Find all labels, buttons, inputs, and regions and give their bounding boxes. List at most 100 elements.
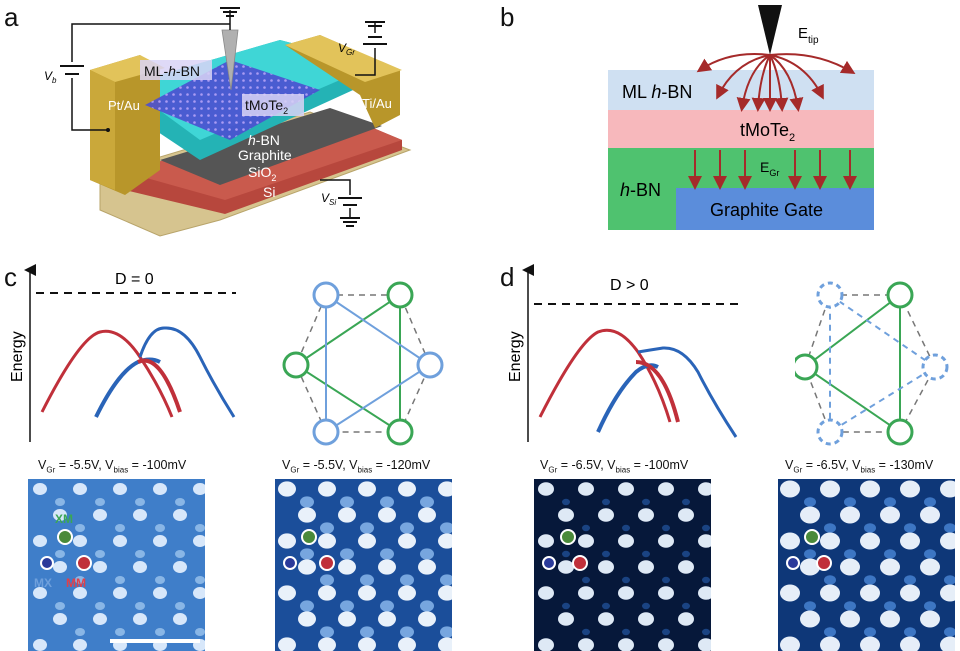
moire-spot-dim — [944, 575, 955, 585]
moire-spot-dim — [904, 523, 916, 533]
moire-spot-bright — [93, 509, 107, 521]
moire-spot-bright — [658, 534, 674, 548]
blue-site-d1 — [816, 281, 844, 309]
moire-spot-bright — [940, 584, 955, 602]
field-line-6 — [769, 54, 789, 112]
moire-spot-bright — [398, 637, 416, 651]
moire-spot-dim — [582, 576, 590, 584]
panel-label-c: c — [4, 262, 17, 292]
moire-spot-bright — [538, 586, 554, 600]
sio2-label: SiO2 — [248, 164, 276, 183]
moire-spot-bright — [678, 612, 694, 626]
moire-spot-bright — [820, 480, 840, 498]
moire-spot-dim — [115, 628, 125, 636]
vgr-wire — [355, 48, 376, 76]
blue-triangle-c — [325, 293, 432, 434]
stm-d1-spots — [538, 482, 711, 651]
xm-label: XM — [55, 512, 73, 526]
moire-spot-dim — [682, 602, 690, 610]
moire-spot-dim — [582, 524, 590, 532]
moire-spot-bright — [173, 561, 187, 573]
tmote2-label: tMoTe2 — [245, 97, 288, 116]
blue-band-upper-d — [637, 346, 738, 438]
caption-d2: VGr = -6.5V, Vbias = -130mV — [785, 458, 934, 475]
field-line-8 — [769, 54, 824, 100]
moire-spot-bright — [298, 611, 316, 627]
b-tmote2-label: tMoTe2 — [740, 120, 795, 144]
moire-spot-dim — [300, 496, 314, 508]
moire-spot-dim — [562, 602, 570, 610]
moire-spot-dim — [844, 601, 856, 611]
moire-spot-bright — [93, 561, 107, 573]
moire-spot-bright — [618, 534, 634, 548]
moire-spot-dim — [195, 524, 205, 532]
moire-spot-dim — [95, 498, 105, 506]
moire-spot-dim — [400, 522, 414, 534]
moire-spot-bright — [193, 587, 205, 599]
moire-spot-bright — [398, 585, 416, 601]
moire-spot-bright — [618, 638, 634, 651]
moire-spot-dim — [75, 524, 85, 532]
xm-marker-d1 — [560, 529, 576, 545]
moire-spot-dim — [55, 498, 65, 506]
vb-label: Vb — [44, 69, 57, 85]
mx-marker-d2 — [786, 556, 800, 570]
moire-spot-dim — [300, 600, 314, 612]
moire-spot-dim — [300, 548, 314, 560]
pt-au-label: Pt/Au — [108, 98, 140, 113]
stm-c1-spots — [33, 483, 205, 651]
moire-spot-dim — [75, 576, 85, 584]
moire-spot-bright — [920, 506, 940, 524]
moire-spot-bright — [298, 559, 316, 575]
moire-spot-bright — [820, 532, 840, 550]
panel-label-a: a — [4, 2, 19, 32]
moire-spot-bright — [33, 535, 47, 547]
stm-c1-svg: XM MX MM — [28, 479, 205, 651]
moire-spot-dim — [642, 498, 650, 506]
moire-spot-bright — [860, 480, 880, 498]
field-line-7 — [769, 54, 804, 112]
moire-spot-dim — [155, 576, 165, 584]
blue-site-3 — [312, 418, 340, 446]
mm-marker-d1 — [572, 555, 588, 571]
moire-spot-dim — [622, 524, 630, 532]
moire-spot-dim — [582, 628, 590, 636]
moire-spot-dim — [924, 497, 936, 507]
moire-spot-dim — [944, 523, 955, 533]
field-line-9 — [769, 53, 856, 75]
mm-marker — [76, 555, 92, 571]
moire-spot-dim — [702, 576, 710, 584]
moire-spot-bright — [940, 532, 955, 550]
blue-band-lower-d — [596, 363, 659, 433]
red-band-upper-d — [538, 328, 672, 423]
moire-spot-dim — [682, 550, 690, 558]
moire-spot-dim — [380, 496, 394, 508]
moire-spot-dim — [662, 628, 670, 636]
field-line-3 — [736, 54, 771, 112]
graphite-gate-band — [676, 188, 874, 230]
moire-spot-dim — [420, 496, 434, 508]
moire-spot-dim — [95, 550, 105, 558]
moire-spot-bright — [33, 483, 47, 495]
moire-spot-bright — [598, 560, 614, 574]
moire-spot-bright — [638, 560, 654, 574]
moire-spot-bright — [153, 535, 167, 547]
moire-spot-bright — [73, 483, 87, 495]
moire-spot-bright — [538, 534, 554, 548]
moire-spot-dim — [864, 523, 876, 533]
mx-label: MX — [34, 576, 52, 590]
moire-spot-dim — [115, 576, 125, 584]
panel-label-d: d — [500, 262, 515, 292]
moire-spot-bright — [318, 585, 336, 601]
moire-spot-dim — [622, 576, 630, 584]
moire-spot-bright — [338, 507, 356, 523]
moire-spot-bright — [378, 611, 396, 627]
vb-wire-bottom — [71, 78, 108, 131]
moire-spot-dim — [924, 549, 936, 559]
green-site-3 — [282, 351, 310, 379]
moire-spot-bright — [658, 586, 674, 600]
mm-label: MM — [66, 576, 86, 590]
moire-spot-bright — [800, 558, 820, 576]
moire-spot-dim — [562, 550, 570, 558]
device-schematic: Vb VGr VSi ML-h-BN tMoTe2 h-BN Graphite … — [44, 7, 412, 237]
